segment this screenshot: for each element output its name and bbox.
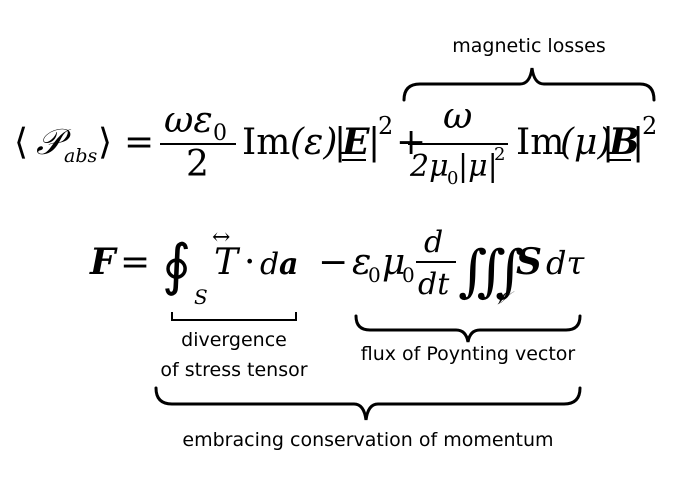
lhs-open-bracket: ⟨	[14, 122, 28, 163]
dot-product: ·	[244, 242, 255, 283]
mu-symbol: μ	[382, 242, 405, 283]
electric-field-symbol: E	[341, 121, 370, 163]
term2-argument: (μ)	[560, 122, 612, 163]
term1-power: 2	[378, 112, 393, 140]
epsilon-symbol: ε	[352, 242, 371, 283]
stress-tensor-symbol: T	[214, 242, 241, 283]
tensor-double-arrow: ↔	[212, 225, 230, 250]
equation-force: F = ∮ S ↔ T · d a − ε 0 μ 0 d dt ∭ 𝒱 S d…	[89, 225, 585, 451]
minus-sign: −	[318, 242, 348, 283]
flux-brace	[354, 314, 582, 343]
divergence-label-line2: of stress tensor	[160, 359, 307, 381]
derivative-denominator: dt	[418, 267, 450, 302]
term1-argument: (ε)	[290, 122, 337, 163]
volume-differential: dτ	[546, 244, 585, 282]
term2-im: Im	[516, 122, 564, 163]
area-differential-d: d	[260, 247, 279, 282]
term1-numerator: ωε	[164, 100, 213, 141]
divergence-label-line1: divergence	[181, 329, 287, 351]
magnetic-losses-label: magnetic losses	[452, 35, 605, 57]
magnetic-losses-brace	[402, 67, 656, 102]
momentum-conservation-label: embracing conservation of momentum	[182, 429, 553, 451]
volume-integral-sign: ∭	[458, 239, 524, 304]
power-subscript: abs	[64, 145, 97, 167]
divergence-bracket	[171, 312, 297, 321]
lhs-close-bracket: ⟩	[98, 122, 112, 163]
force-symbol: F	[89, 241, 118, 283]
magnetic-field-symbol: B	[608, 121, 639, 163]
term2-numerator: ω	[443, 96, 472, 137]
term2-denominator-sub: 0	[447, 168, 458, 189]
equals-sign-2: =	[120, 242, 150, 283]
term1-im: Im	[242, 122, 290, 163]
term1-bar-right: |	[368, 122, 380, 163]
flux-label: flux of Poynting vector	[361, 343, 576, 365]
derivative-numerator: d	[424, 225, 443, 260]
term2-denominator-a: 2μ	[409, 149, 449, 184]
mu-subscript: 0	[402, 263, 415, 287]
term2-bar-right: |	[632, 122, 644, 163]
term2-denominator-power: 2	[494, 144, 505, 165]
plus-sign: +	[396, 122, 426, 163]
term1-numerator-sub: 0	[213, 121, 227, 146]
equals-sign-1: =	[124, 122, 154, 163]
contour-integral-sign: ∮	[162, 233, 191, 298]
epsilon-subscript: 0	[368, 263, 381, 287]
momentum-conservation-brace	[154, 386, 582, 421]
poynting-vector-symbol: S	[516, 241, 542, 283]
term1-denominator: 2	[186, 144, 209, 185]
term1-bar-left: |	[334, 122, 346, 163]
term2-power: 2	[642, 112, 657, 140]
term2-bar-left: |	[602, 122, 614, 163]
term2-denominator-b: |μ|	[458, 149, 498, 184]
area-vector: a	[279, 247, 298, 282]
surface-subscript: S	[194, 285, 208, 309]
equation-absorbed-power: magnetic losses ⟨ 𝒫 abs ⟩ = ωε 0 2 Im (ε…	[14, 35, 657, 189]
